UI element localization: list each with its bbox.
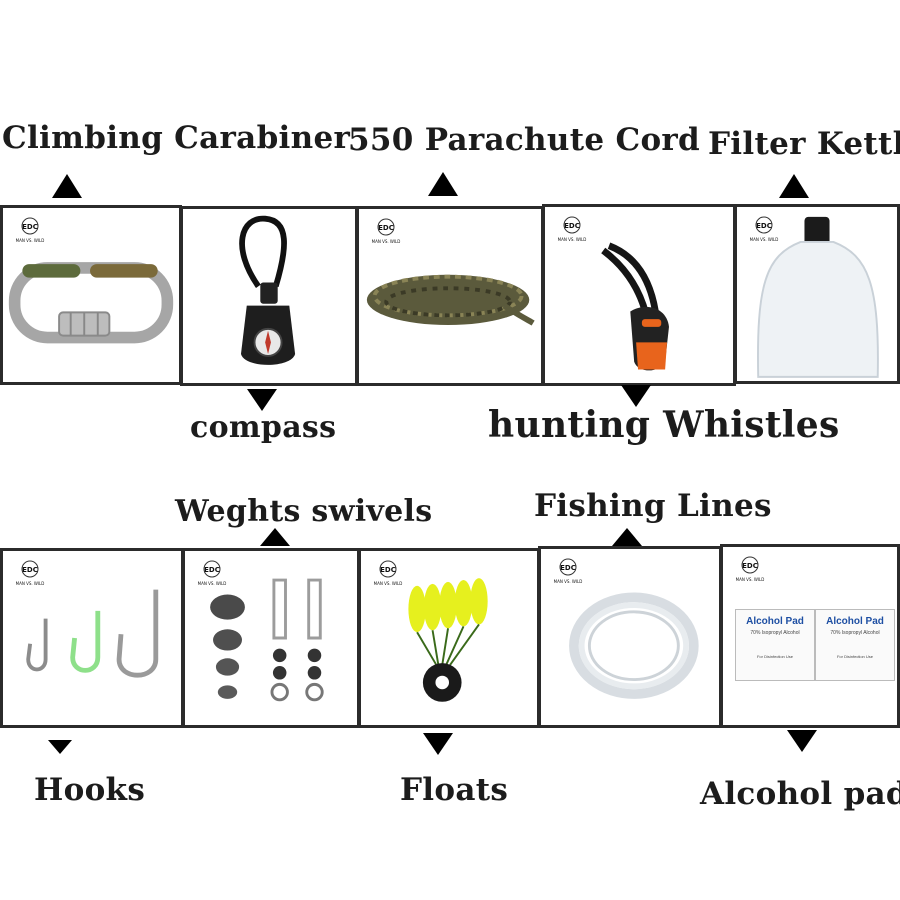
pointer-up-arrow-icon	[52, 174, 82, 198]
weights-swivels-image	[210, 578, 324, 702]
svg-text:EDC: EDC	[756, 222, 772, 230]
fishing-lines-image	[569, 592, 699, 699]
pointer-up-arrow-icon	[428, 172, 458, 196]
pointer-up-arrow-icon	[779, 174, 809, 198]
packet-footer: For Disinfection Use	[836, 654, 873, 659]
svg-text:EDC: EDC	[742, 562, 758, 570]
pointer-down-arrow-icon	[48, 740, 72, 754]
label-550-parachute-cord: 550 Parachute Cord	[348, 122, 701, 158]
edc-logo: EDC MAN VS. WILD	[555, 215, 589, 245]
svg-text:EDC: EDC	[204, 566, 220, 574]
product-photo-carabiner: EDC MAN VS. WILD	[0, 205, 182, 385]
edc-logo: EDC MAN VS. WILD	[733, 555, 767, 585]
filter-kettle-image	[757, 216, 879, 378]
alcohol-packet: Alcohol Pad 70% Isopropyl Alcohol For Di…	[815, 609, 895, 681]
label-weights-swivels: Weghts swivels	[175, 494, 433, 529]
svg-text:EDC: EDC	[22, 223, 38, 231]
svg-text:MAN VS. WILD: MAN VS. WILD	[198, 581, 227, 586]
label-fishing-lines: Fishing Lines	[534, 488, 772, 524]
product-photo-alcohol-pad: EDC MAN VS. WILD Alcohol Pad 70% Isopropy…	[720, 544, 900, 728]
packet-line: 70% Isopropyl Alcohol	[830, 630, 880, 636]
pointer-down-arrow-icon	[247, 389, 277, 411]
pointer-up-arrow-icon	[612, 528, 642, 546]
svg-text:EDC: EDC	[560, 564, 576, 572]
paracord-image	[366, 274, 535, 326]
floats-image	[408, 578, 488, 702]
carabiner-image	[8, 262, 174, 344]
product-photo-whistle: EDC MAN VS. WILD	[542, 204, 736, 386]
edc-logo: EDC MAN VS. WILD	[13, 216, 47, 246]
whistle-image	[601, 242, 669, 371]
packet-title: Alcohol Pad	[826, 616, 884, 627]
label-hunting-whistles: hunting Whistles	[488, 404, 840, 446]
svg-text:MAN VS. WILD: MAN VS. WILD	[374, 581, 403, 586]
svg-text:EDC: EDC	[380, 566, 396, 574]
pointer-up-arrow-icon	[260, 528, 290, 546]
edc-logo: EDC MAN VS. WILD	[13, 559, 47, 589]
packet-footer: For Disinfection Use	[756, 654, 793, 659]
product-photo-weights-swivels: EDC MAN VS. WILD	[182, 548, 360, 728]
svg-text:MAN VS. WILD: MAN VS. WILD	[736, 577, 765, 582]
label-hooks: Hooks	[34, 772, 146, 808]
edc-logo: EDC MAN VS. WILD	[369, 217, 403, 247]
svg-text:EDC: EDC	[22, 566, 38, 574]
packet-line: 70% Isopropyl Alcohol	[750, 630, 800, 636]
packet-title: Alcohol Pad	[746, 616, 804, 627]
edc-logo: EDC MAN VS. WILD	[195, 559, 229, 589]
label-alcohol-pad: Alcohol pad	[700, 776, 900, 812]
label-filter-kettle: Filter Kettle	[708, 126, 900, 162]
edc-logo: EDC MAN VS. WILD	[371, 559, 405, 589]
svg-text:MAN VS. WILD: MAN VS. WILD	[554, 579, 583, 584]
hooks-image	[26, 589, 159, 678]
pointer-down-arrow-icon	[621, 385, 651, 407]
svg-text:MAN VS. WILD: MAN VS. WILD	[16, 238, 45, 243]
product-photo-floats: EDC MAN VS. WILD	[358, 548, 540, 728]
product-photo-hooks: EDC MAN VS. WILD	[0, 548, 184, 728]
pointer-down-arrow-icon	[423, 733, 453, 755]
edc-logo: EDC MAN VS. WILD	[551, 557, 585, 587]
product-photo-fishing-lines: EDC MAN VS. WILD	[538, 546, 722, 728]
product-photo-paracord: EDC MAN VS. WILD	[356, 206, 544, 386]
svg-text:EDC: EDC	[378, 224, 394, 232]
compass-image	[239, 215, 296, 365]
svg-text:MAN VS. WILD: MAN VS. WILD	[16, 581, 45, 586]
product-photo-compass	[180, 206, 358, 386]
edc-logo: EDC MAN VS. WILD	[747, 215, 781, 245]
svg-text:EDC: EDC	[564, 222, 580, 230]
product-photo-filter-kettle: EDC MAN VS. WILD	[734, 204, 900, 384]
svg-text:MAN VS. WILD: MAN VS. WILD	[558, 237, 587, 242]
alcohol-packet: Alcohol Pad 70% Isopropyl Alcohol For Di…	[735, 609, 815, 681]
svg-text:MAN VS. WILD: MAN VS. WILD	[372, 239, 401, 244]
label-compass: compass	[190, 410, 337, 445]
svg-text:MAN VS. WILD: MAN VS. WILD	[750, 237, 779, 242]
label-floats: Floats	[400, 772, 509, 808]
pointer-down-arrow-icon	[787, 730, 817, 752]
label-climbing-carabiner: Climbing Carabiner	[2, 120, 351, 156]
